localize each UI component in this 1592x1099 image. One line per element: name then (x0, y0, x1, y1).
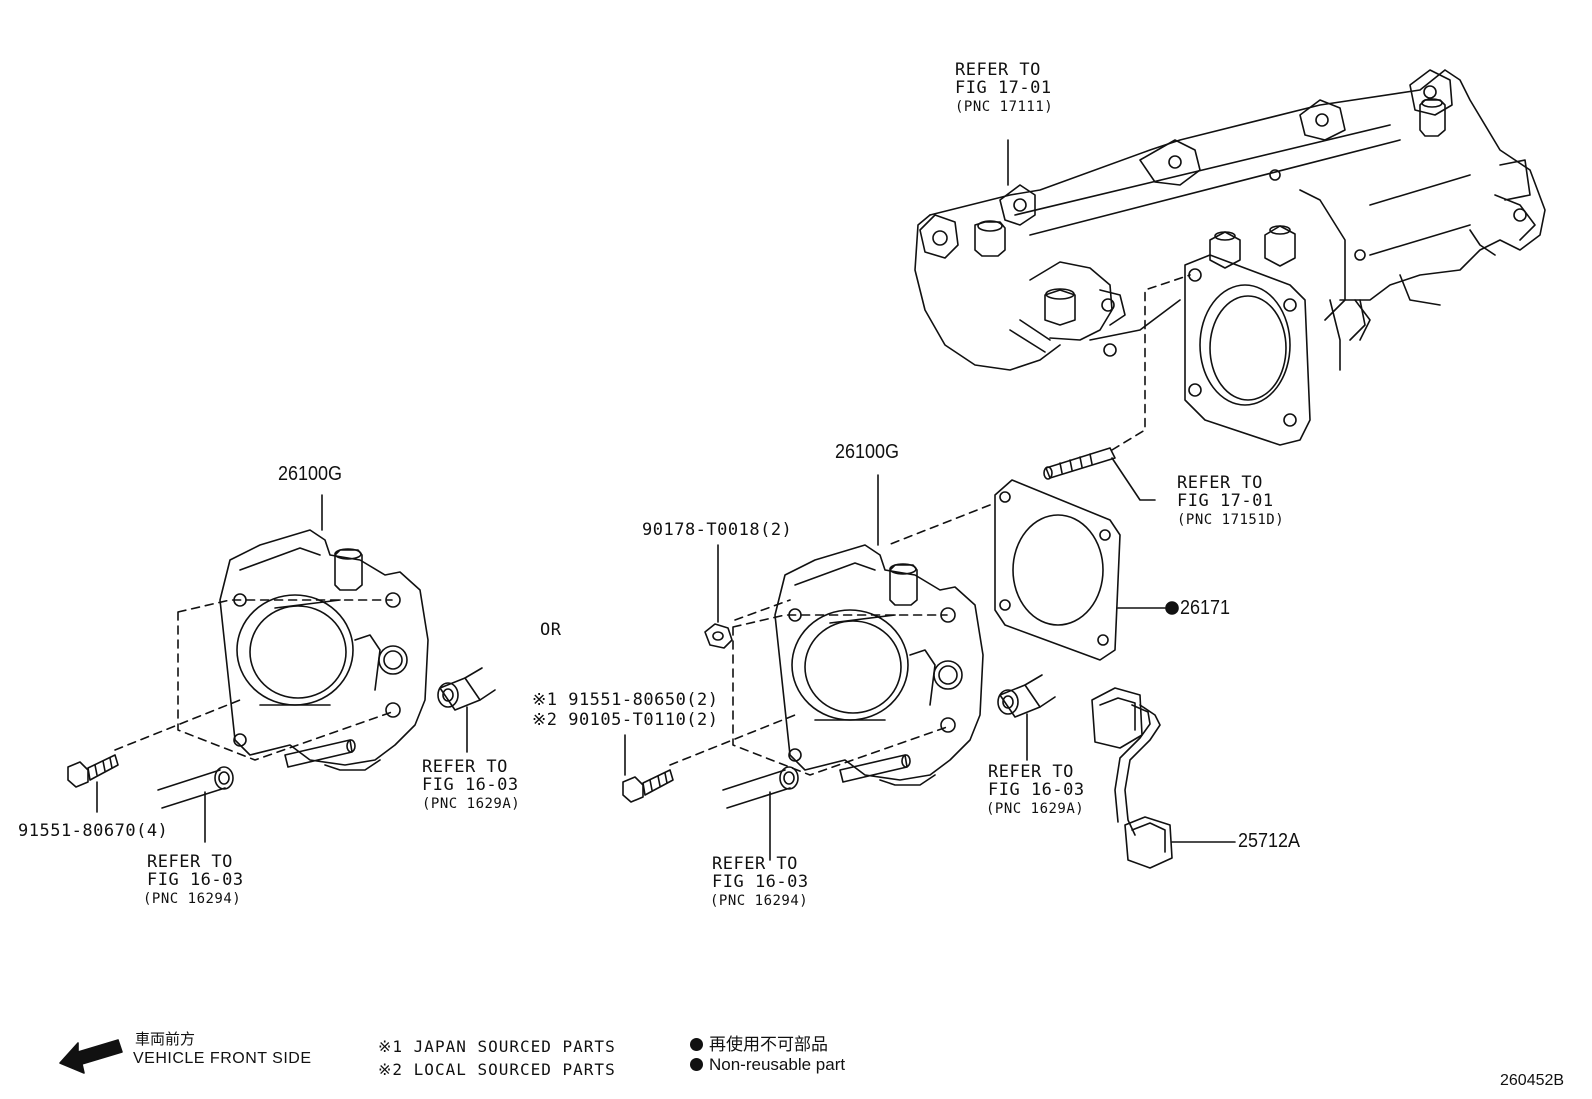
intake-manifold-drawing (914, 69, 1546, 446)
legend-nonreusable-en-text: Non-reusable part (709, 1055, 846, 1074)
ref-stud-line3: (PNC 17151D) (1177, 512, 1285, 528)
figure-id: 260452B (1500, 1072, 1565, 1089)
ref-hose-right-upper-line2: FIG 16-03 (988, 780, 1085, 800)
nonreusable-dot-icon (690, 1058, 703, 1071)
part-number-gasket: 26171 (1180, 597, 1231, 619)
ref-hose-left-lower-line2: FIG 16-03 (147, 870, 244, 890)
stud-drawing (1043, 447, 1116, 480)
dashed-guide (669, 714, 796, 766)
part-number-nut: 90178-T0018(2) (642, 520, 793, 540)
part-number-bolt-right-1: ※1 91551-80650(2) (532, 690, 719, 710)
throttle-body-left-drawing (219, 529, 429, 771)
ref-manifold-line3: (PNC 17111) (955, 99, 1054, 115)
part-number-throttle-body-left: 26100G (278, 463, 343, 485)
hose-lower-left-drawing (157, 766, 234, 809)
legend-note-local-sourced: ※2 LOCAL SOURCED PARTS (378, 1060, 616, 1079)
ref-hose-left-lower-line1: REFER TO (147, 852, 233, 872)
ref-hose-right-upper-line1: REFER TO (988, 762, 1074, 782)
ref-stud-line2: FIG 17-01 (1177, 491, 1274, 511)
dashed-guide (114, 699, 241, 751)
ref-hose-left-upper-line2: FIG 16-03 (422, 775, 519, 795)
hose-upper-right-drawing (997, 674, 1056, 718)
throttle-body-right-drawing (774, 544, 984, 786)
dashed-guide (177, 599, 393, 761)
gasket-drawing (994, 479, 1121, 661)
ref-hose-right-lower-line1: REFER TO (712, 854, 798, 874)
ref-stud-line1: REFER TO (1177, 473, 1263, 493)
wire-harness-drawing (1091, 687, 1173, 869)
ref-hose-left-upper-line1: REFER TO (422, 757, 508, 777)
legend-nonreusable-en: Non-reusable part (690, 1055, 845, 1075)
part-number-throttle-body-right: 26100G (835, 441, 900, 463)
nonreusable-dot-icon (690, 1038, 703, 1051)
ref-manifold-line1: REFER TO (955, 60, 1041, 80)
ref-hose-right-lower-line3: (PNC 16294) (710, 893, 809, 909)
nut-drawing (704, 623, 733, 649)
nonreusable-mark (1165, 601, 1179, 615)
part-number-bolt-right-2: ※2 90105-T0110(2) (532, 710, 719, 730)
legend-direction-en: VEHICLE FRONT SIDE (133, 1050, 312, 1067)
legend-direction-jp: 車両前方 (135, 1031, 196, 1048)
dashed-guide (887, 504, 991, 546)
or-text: OR (540, 620, 562, 640)
ref-hose-left-upper-line3: (PNC 1629A) (422, 796, 521, 812)
legend-nonreusable-jp: 再使用不可部品 (690, 1030, 828, 1055)
hose-lower-right-drawing (722, 766, 799, 809)
bolt-right-drawing (622, 769, 674, 803)
ref-hose-right-lower-line2: FIG 16-03 (712, 872, 809, 892)
ref-hose-left-lower-line3: (PNC 16294) (143, 891, 242, 907)
part-number-bolt-left: 91551-80670(4) (18, 821, 169, 841)
ref-manifold-line2: FIG 17-01 (955, 78, 1052, 98)
hose-upper-left-drawing (437, 667, 496, 711)
dashed-guide (1111, 274, 1191, 451)
ref-hose-right-upper-line3: (PNC 1629A) (986, 801, 1085, 817)
vehicle-front-arrow-icon (59, 1039, 123, 1074)
bolt-left-drawing (67, 754, 119, 788)
leader-line (1111, 457, 1156, 501)
legend-nonreusable-jp-text: 再使用不可部品 (709, 1035, 828, 1054)
legend-note-japan-sourced: ※1 JAPAN SOURCED PARTS (378, 1037, 616, 1056)
dashed-guide (734, 599, 791, 621)
dashed-guide (732, 614, 948, 776)
part-number-harness: 25712A (1238, 830, 1301, 852)
